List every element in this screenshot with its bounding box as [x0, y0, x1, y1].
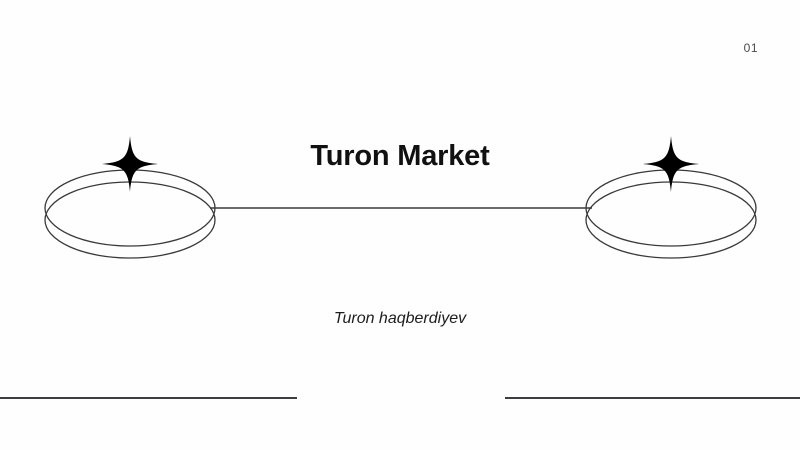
right-ring-upper-ellipse	[585, 169, 757, 247]
page-number: 01	[743, 41, 758, 55]
page-title: Turon Market	[310, 140, 490, 172]
right-ring-lower-ellipse	[585, 181, 757, 259]
left-ring-shape	[44, 169, 216, 259]
footer-rule-left	[0, 397, 297, 399]
left-ring-upper-ellipse	[44, 169, 216, 247]
left-ring-lower-ellipse	[44, 181, 216, 259]
footer-rule-right	[505, 397, 800, 399]
page-subtitle: Turon haqberdiyev	[333, 310, 467, 327]
right-ring-shape	[585, 169, 757, 259]
